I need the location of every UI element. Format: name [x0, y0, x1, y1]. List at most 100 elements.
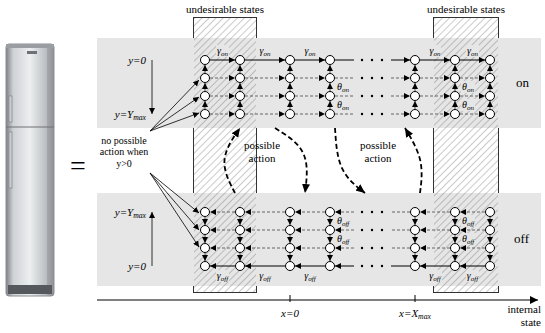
ellipsis-dot [361, 59, 363, 61]
symbol-part: θ [462, 99, 467, 110]
state-circle [486, 226, 495, 235]
transition-line [210, 266, 235, 267]
fridge-base [8, 285, 52, 294]
transition-line [290, 101, 291, 109]
action-arrow [335, 128, 365, 193]
door-handle [9, 96, 12, 122]
transition-line [330, 65, 331, 73]
transition-line [205, 217, 206, 225]
transition-line-dashed [245, 114, 285, 115]
symbol-part: θ [462, 215, 467, 226]
leader-arrow [150, 80, 199, 131]
leader-arrow [150, 173, 199, 213]
transition-line [490, 235, 491, 243]
transition-line [335, 266, 354, 267]
state-circle [486, 262, 495, 271]
transition-line [490, 217, 491, 225]
transition-line-dashed [210, 212, 235, 213]
fridge-body [6, 44, 54, 296]
transition-line [295, 266, 325, 267]
transition-line [415, 65, 416, 73]
rate-label: γon [216, 45, 229, 57]
subscript-part: max [133, 211, 146, 220]
state-circle [201, 92, 210, 101]
symbol-part: θ [337, 233, 342, 244]
level-label: y=0 [128, 54, 146, 67]
transition-line-dashed [245, 248, 285, 249]
symbol-part: θ [462, 81, 467, 92]
mode-label: off [514, 232, 529, 247]
ellipsis-dot [371, 95, 373, 97]
transition-line-dashed [420, 212, 450, 213]
ellipsis-dot [371, 113, 373, 115]
symbol-part: γ [467, 45, 471, 56]
axis-tick-label: x=0 [281, 307, 299, 320]
symbol-part: γ [259, 270, 263, 281]
transition-line [490, 65, 491, 73]
state-circle [326, 244, 335, 253]
note-label: no possible action when y>0 [99, 135, 149, 170]
action-label: possible action [239, 139, 285, 164]
ellipsis-dot [381, 113, 383, 115]
transition-line [205, 235, 206, 243]
transition-line [245, 266, 285, 267]
state-circle [236, 110, 245, 119]
subscript-part: off [433, 275, 440, 283]
fridge-logo [27, 51, 37, 54]
state-circle [486, 208, 495, 217]
state-circle [201, 74, 210, 83]
level-arrow [152, 60, 153, 114]
state-circle [451, 74, 460, 83]
state-circle [326, 92, 335, 101]
state-circle [326, 74, 335, 83]
ellipsis-dot [381, 229, 383, 231]
transition-line-dashed [210, 230, 235, 231]
state-circle [201, 262, 210, 271]
transition-line-dashed [460, 248, 485, 249]
subscript-part: off [342, 238, 349, 246]
ellipsis-dot [381, 265, 383, 267]
state-circle [286, 244, 295, 253]
state-circle [201, 208, 210, 217]
state-circle [286, 92, 295, 101]
refrigerator-illustration [6, 44, 54, 296]
state-circle [411, 208, 420, 217]
transition-line-dashed [295, 212, 325, 213]
ellipsis-dot [361, 211, 363, 213]
rate-label: θoff [336, 233, 350, 245]
state-circle [326, 208, 335, 217]
transition-line [205, 83, 206, 91]
state-circle [451, 262, 460, 271]
symbol-part: γ [217, 270, 221, 281]
transition-line [290, 235, 291, 243]
state-circle [286, 262, 295, 271]
transition-line-dashed [335, 78, 354, 79]
subscript-part: on [342, 104, 349, 112]
state-circle [411, 56, 420, 65]
subscript-part: off [263, 275, 270, 283]
axis-label: internal state [493, 303, 541, 328]
transition-line-dashed [210, 96, 235, 97]
state-circle [486, 110, 495, 119]
transition-line [290, 217, 291, 225]
symbol-part: γ [305, 45, 309, 56]
leader-arrow [150, 173, 199, 230]
state-circle [486, 92, 495, 101]
symbol-part: γ [217, 45, 221, 56]
ellipsis-dot [371, 77, 373, 79]
transition-line-dashed [335, 114, 354, 115]
transition-line [391, 60, 410, 61]
level-label: y=Ymax [115, 206, 146, 219]
transition-line [240, 217, 241, 225]
mode-label: on [516, 76, 529, 91]
subscript-part: off [308, 275, 315, 283]
ellipsis-dot [361, 113, 363, 115]
subscript-part: off [467, 238, 474, 246]
state-circle [286, 74, 295, 83]
subscript-part: max [133, 113, 146, 122]
transition-line [455, 65, 456, 73]
rate-label: γon [429, 45, 442, 57]
transition-line [205, 253, 206, 261]
symbol-part: γ [430, 45, 434, 56]
transition-line [455, 235, 456, 243]
